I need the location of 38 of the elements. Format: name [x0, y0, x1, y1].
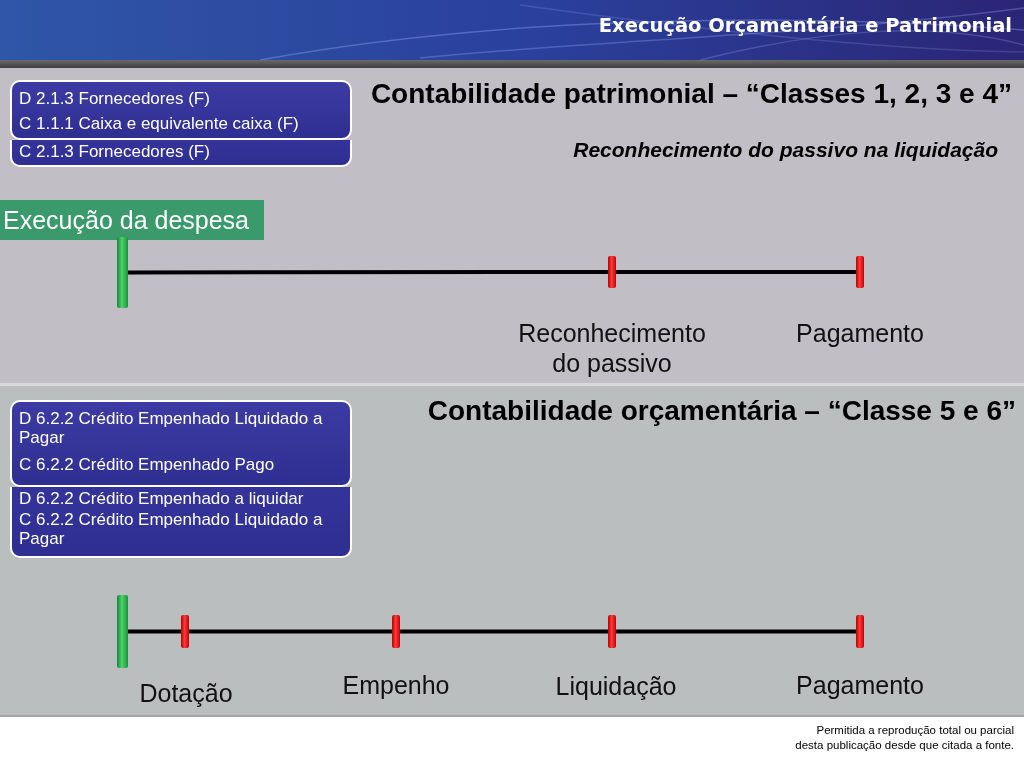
entry-text: C 6.2.2 Crédito Empenhado Liquidado a Pagar	[19, 510, 324, 548]
timeline-label: Empenho	[341, 670, 451, 700]
journal-entry-box	[10, 140, 352, 167]
timeline-segment	[128, 629, 181, 634]
entry-text: D 6.2.2 Crédito Empenhado Liquidado a Pagar	[19, 409, 324, 447]
start-marker	[117, 595, 128, 668]
slide-title: Execução Orçamentária e Patrimonial	[598, 14, 1012, 38]
start-marker	[117, 237, 128, 308]
entry-text: C 6.2.2 Crédito Empenhado Pago	[19, 455, 276, 474]
timeline-label: Liquidação	[554, 671, 678, 701]
timeline-label: Pagamento	[795, 670, 925, 700]
section-tag	[0, 200, 264, 240]
entry-text: C 2.1.3 Fornecedores (F)	[19, 142, 211, 161]
tick-marker	[608, 615, 616, 648]
journal-entry-box	[10, 487, 352, 558]
section-heading: Contabilidade orçamentária – “Classe 5 e 6”	[427, 395, 1016, 427]
tick-marker	[181, 615, 189, 648]
entry-text: D 6.2.2 Crédito Empenhado a liquidar	[19, 489, 305, 508]
section-heading: Contabilidade patrimonial – “Classes 1, 2, 3 e 4”	[370, 78, 1012, 110]
tick-marker	[856, 615, 864, 648]
tick-marker	[608, 256, 616, 288]
timeline-segment	[128, 270, 608, 275]
timeline-label: Reconhecimento do passivo	[517, 318, 707, 378]
tag-text: Execução da despesa	[3, 206, 249, 234]
tick-marker	[856, 256, 864, 288]
timeline-segment	[189, 629, 392, 634]
journal-entry-box	[10, 80, 352, 140]
tick-marker	[392, 615, 400, 648]
timeline-segment	[616, 270, 856, 274]
timeline-label: Pagamento	[795, 318, 925, 348]
entry-text: D 2.1.3 Fornecedores (F)	[19, 89, 211, 108]
section-subheading: Reconhecimento do passivo na liquidação	[573, 137, 998, 163]
timeline-label: Dotação	[138, 678, 234, 708]
footer-note: Permitida a reprodução total ou parcial desta publicação desde que citada a fonte.	[794, 723, 1014, 753]
journal-entry-box	[10, 400, 352, 487]
timeline-segment	[616, 629, 856, 634]
timeline-segment	[400, 629, 608, 634]
entry-text: C 1.1.1 Caixa e equivalente caixa (F)	[19, 114, 300, 133]
